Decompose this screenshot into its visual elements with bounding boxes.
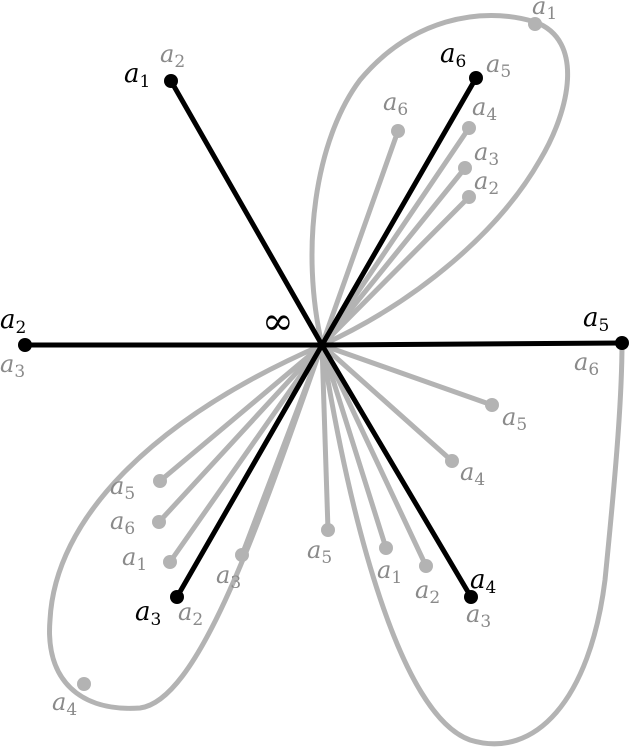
gray-point — [77, 677, 91, 691]
gray-label: a1 — [377, 556, 402, 588]
gray-label: a4 — [52, 688, 77, 720]
gray-label: a4 — [472, 93, 497, 125]
gray-point — [445, 454, 459, 468]
label-a5-black: a5 — [583, 303, 609, 336]
label-a4-black: a4 — [470, 565, 496, 598]
gray-point — [391, 124, 405, 138]
gray-point — [419, 559, 433, 573]
gray-point — [379, 541, 393, 555]
gray-point — [458, 161, 472, 175]
gray-point — [462, 190, 476, 204]
gray-label: a3 — [216, 561, 241, 593]
label-a2-black: a2 — [0, 305, 26, 338]
gray-point — [152, 515, 166, 529]
black-point-a3 — [170, 590, 184, 604]
black-point-a2 — [18, 338, 32, 352]
gray-label: a6 — [383, 88, 408, 120]
loop-southwest — [47, 340, 327, 711]
gray-point — [485, 398, 499, 412]
gray-point — [528, 17, 542, 31]
black-spoke-a6 — [319, 75, 479, 348]
label-a6-black: a6 — [440, 39, 466, 72]
loop-southeast — [319, 342, 625, 747]
gray-spoke — [167, 342, 325, 565]
gray-label: a6 — [110, 507, 135, 539]
gray-point — [462, 121, 476, 135]
gray-spoke — [156, 342, 325, 525]
gray-label: a2 — [474, 167, 499, 199]
gray-spoke — [319, 342, 455, 464]
black-point-a5 — [615, 336, 629, 350]
label-a6-gray: a5 — [486, 50, 511, 82]
gray-label: a5 — [502, 403, 527, 435]
gray-spoke — [319, 342, 429, 569]
gray-label: a2 — [415, 576, 440, 608]
black-spoke-a3 — [174, 342, 325, 600]
gray-spoke — [319, 125, 472, 348]
gray-spoke — [319, 342, 389, 551]
label-a3-gray: a2 — [178, 598, 203, 630]
gray-label: a5 — [307, 536, 332, 568]
infinity-symbol: ∞ — [262, 299, 294, 343]
gray-label: a3 — [474, 138, 499, 170]
label-a2-gray: a3 — [0, 350, 25, 382]
black-spoke-a4 — [319, 342, 474, 600]
black-spoke-a1 — [168, 78, 325, 348]
black-point-a4 — [464, 590, 478, 604]
gray-point — [153, 474, 167, 488]
gray-spoke — [319, 342, 495, 408]
gray-label: a5 — [110, 472, 135, 504]
label-a4-gray: a3 — [466, 600, 491, 632]
label-a3-black: a3 — [135, 597, 161, 630]
label-a1-gray: a2 — [160, 40, 185, 72]
gray-label: a1 — [532, 0, 557, 24]
gray-point — [235, 548, 249, 562]
black-point-a6 — [469, 71, 483, 85]
black-spoke-a5 — [319, 340, 625, 348]
gray-spoke — [319, 342, 331, 533]
black-point-a1 — [164, 74, 178, 88]
gray-spoke — [319, 194, 472, 348]
gray-spoke — [239, 342, 325, 558]
gray-spoke — [319, 165, 468, 348]
gray-point — [321, 523, 335, 537]
gray-label: a1 — [122, 543, 147, 575]
gray-point — [163, 555, 177, 569]
gray-label: a4 — [460, 458, 485, 490]
label-a5-gray: a6 — [574, 348, 599, 380]
label-a1-black: a1 — [124, 59, 150, 92]
gray-spoke — [319, 128, 401, 348]
gray-spoke — [157, 342, 325, 484]
